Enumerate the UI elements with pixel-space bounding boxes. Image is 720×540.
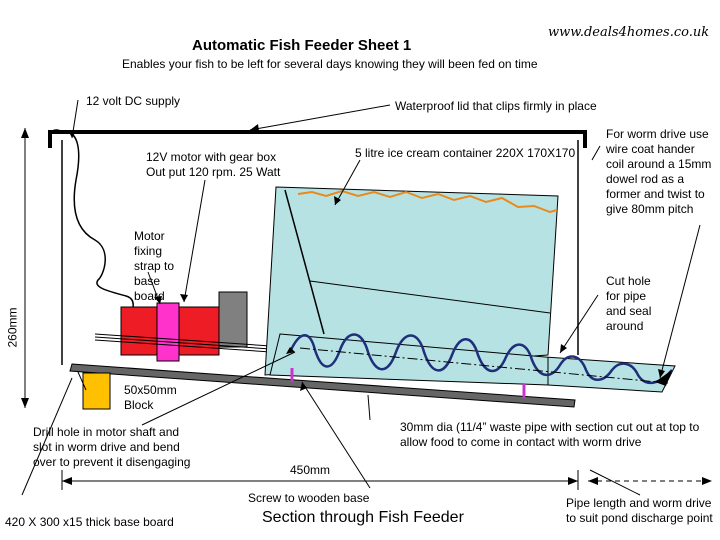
page-title: Automatic Fish Feeder Sheet 1 bbox=[192, 37, 412, 54]
width-dimension bbox=[61, 470, 712, 490]
food-level-line bbox=[297, 189, 558, 214]
worm-drive-note: For worm drive use wire coat hander coil… bbox=[606, 127, 712, 216]
pipe-centreline bbox=[299, 347, 669, 384]
cut-hole-label: Cut hole for pipe and seal around bbox=[606, 274, 652, 333]
gearbox bbox=[218, 291, 248, 348]
waste-pipe bbox=[269, 333, 676, 393]
width-dimension-label: 450mm bbox=[290, 463, 331, 477]
block-label: 50x50mm Block bbox=[124, 383, 177, 412]
base-board bbox=[69, 363, 576, 408]
power-cable bbox=[63, 132, 134, 329]
lid-label: Waterproof lid that clips firmly in plac… bbox=[395, 99, 597, 113]
motor-label-line1: 12V motor with gear box bbox=[146, 150, 277, 164]
pipe-length-note: Pipe length and worm drive to suit pond … bbox=[566, 496, 713, 525]
ice-cream-container bbox=[264, 186, 559, 376]
screw-label: Screw to wooden base bbox=[248, 491, 370, 505]
height-dimension bbox=[21, 128, 29, 408]
page-subtitle: Enables your fish to be left for several… bbox=[122, 57, 538, 71]
section-caption: Section through Fish Feeder bbox=[262, 509, 464, 526]
website-url: www.deals4homes.co.uk bbox=[548, 25, 710, 40]
drill-note: Drill hole in motor shaft and slot in wo… bbox=[33, 425, 191, 469]
strap-label: Motor fixing strap to base board bbox=[134, 229, 175, 303]
container-label: 5 litre ice cream container 220X 170X170 bbox=[355, 146, 576, 160]
arrowheads bbox=[68, 124, 665, 391]
base-board-label: 420 X 300 x15 thick base board bbox=[5, 515, 174, 529]
height-dimension-label: 260mm bbox=[5, 307, 20, 348]
worm-drive bbox=[288, 333, 673, 385]
motor-shaft bbox=[94, 333, 301, 355]
motor-label-line2: Out put 120 rpm. 25 Watt bbox=[146, 165, 281, 179]
pipe-note: 30mm dia (11/4” waste pipe with section … bbox=[400, 420, 700, 449]
motor-strap bbox=[156, 302, 180, 362]
power-supply-label: 12 volt DC supply bbox=[86, 94, 181, 108]
wooden-block bbox=[82, 372, 111, 410]
